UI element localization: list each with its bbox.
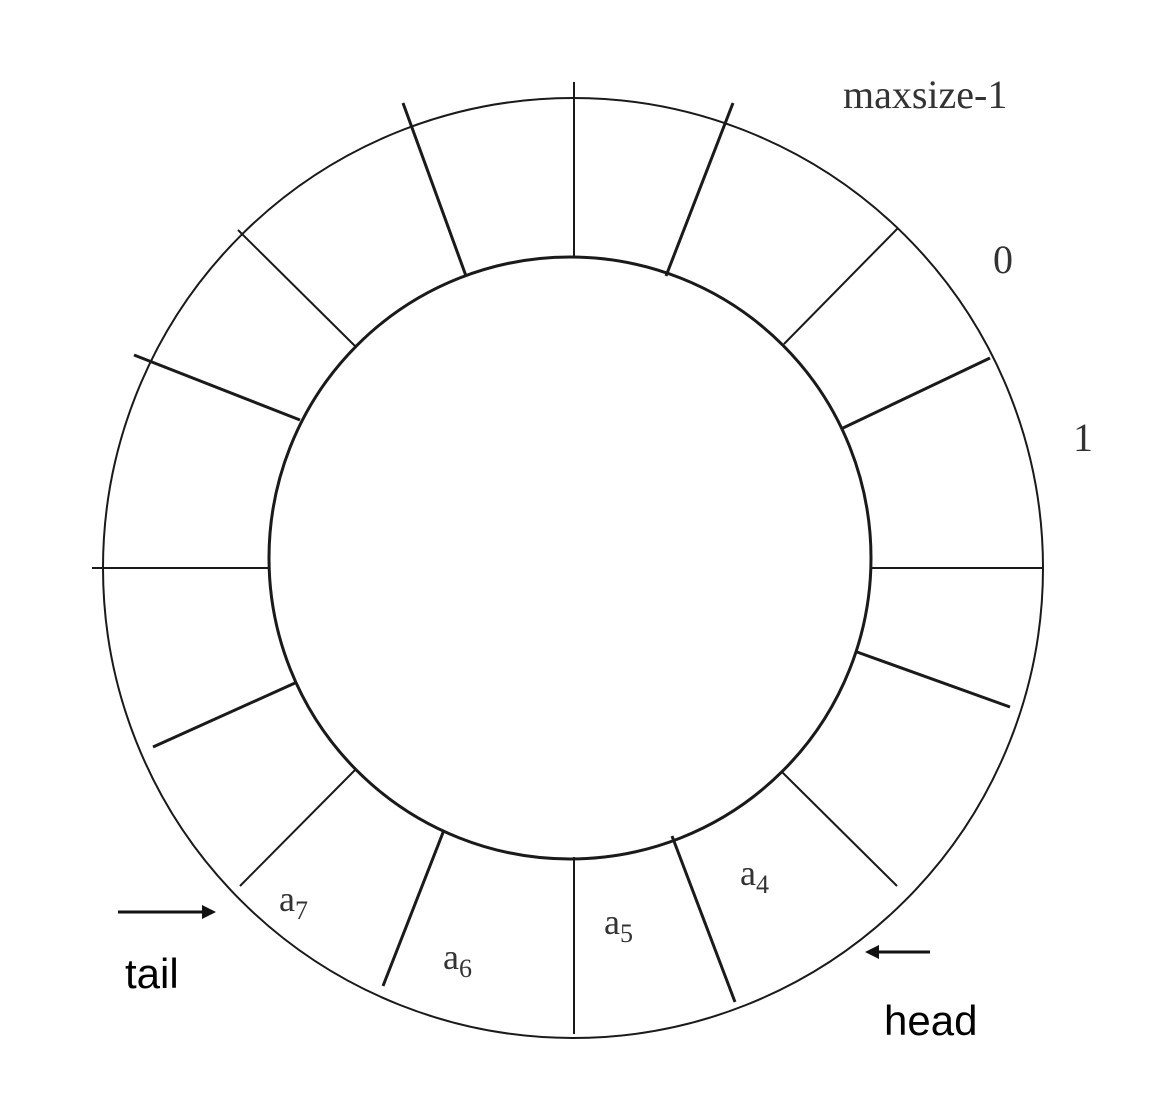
tail-label: tail xyxy=(125,950,179,997)
divider-bottom-left xyxy=(381,829,446,987)
slot-label-a7-base: a xyxy=(279,879,295,919)
divider-top-right xyxy=(664,102,735,277)
slot-label-a7: a7 xyxy=(279,879,308,925)
divider-upper-left xyxy=(237,229,357,348)
slot-label-a7-sub: 7 xyxy=(295,896,308,925)
index-label-maxsize: maxsize-1 xyxy=(843,72,1007,117)
divider-right-lower xyxy=(856,650,1011,709)
slot-dividers xyxy=(92,82,1043,1034)
slot-label-a6: a6 xyxy=(443,937,472,983)
slot-label-a6-sub: 6 xyxy=(459,954,472,983)
divider-lower-right xyxy=(781,771,898,887)
slot-label-a4-sub: 4 xyxy=(756,870,769,899)
slot-label-a6-base: a xyxy=(443,937,459,977)
divider-upper-right xyxy=(783,227,899,345)
slot-label-a4: a4 xyxy=(740,853,769,899)
divider-left-lower xyxy=(152,681,296,749)
index-label-zero: 0 xyxy=(993,237,1013,282)
head-label: head xyxy=(884,997,977,1044)
inner-ring xyxy=(267,255,873,861)
tail-arrow-icon xyxy=(118,905,216,919)
head-arrow-icon xyxy=(865,945,930,959)
divider-bottom-right xyxy=(670,835,737,1003)
slot-label-a5-sub: 5 xyxy=(620,919,633,948)
divider-top-left xyxy=(401,102,468,277)
divider-lower-left xyxy=(239,769,356,887)
slot-label-a5: a5 xyxy=(604,902,633,948)
divider-right-upper xyxy=(842,356,991,430)
slot-label-a4-base: a xyxy=(740,853,756,893)
divider-left-upper xyxy=(133,353,301,422)
index-label-one: 1 xyxy=(1073,415,1093,460)
slot-label-a5-base: a xyxy=(604,902,620,942)
